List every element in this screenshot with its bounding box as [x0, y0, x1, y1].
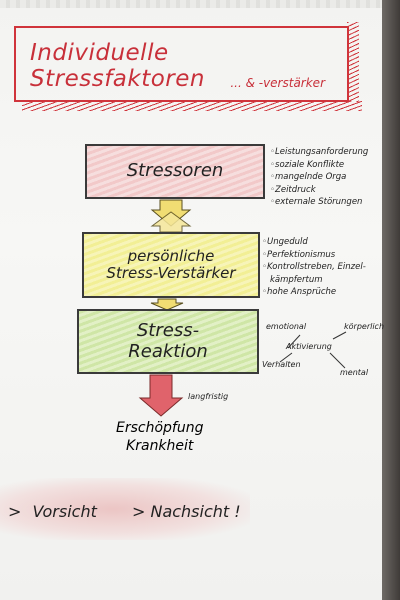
title-box: Individuelle Stressfaktoren ... & -verst… [14, 22, 362, 111]
list-item: mangelnde Orga [270, 171, 368, 184]
reaktion-line-2: Reaktion [128, 340, 208, 362]
stressoren-list: Leistungsanforderung soziale Konflikte m… [270, 146, 368, 209]
list-item: Ungeduld [262, 236, 366, 249]
paper-top-edge [0, 0, 382, 8]
list-item: externale Störungen [270, 196, 368, 209]
page-subtitle: ... & -verstärker [230, 76, 325, 90]
list-item: soziale Konflikte [270, 159, 368, 172]
motto: > Vorsicht > Nachsicht ! [8, 502, 241, 521]
list-item: hohe Ansprüche [262, 286, 366, 299]
title-hatching-bottom [22, 101, 362, 111]
motto-highlight [0, 478, 250, 540]
background-wall [382, 0, 400, 600]
verstaerker-list: Ungeduld Perfektionismus Kontrollstreben… [262, 236, 366, 299]
list-item: Kontrollstreben, Einzel- [262, 261, 366, 274]
label-langfristig: langfristig [188, 392, 229, 401]
reaktion-line-1: Stress- [136, 319, 200, 341]
motto-arrow-1: > [8, 502, 22, 521]
label-verhalten: Verhalten [262, 360, 301, 369]
motto-nachsicht: Nachsicht ! [150, 502, 241, 521]
stress-reaktion-label: Stress- Reaktion [128, 319, 208, 362]
list-item: Perfektionismus [262, 249, 366, 262]
result-line-2: Krankheit [126, 437, 194, 454]
label-emotional: emotional [266, 322, 307, 331]
result-line-1: Erschöpfung [116, 420, 204, 436]
motto-vorsicht: Vorsicht [32, 502, 97, 521]
stressoren-label: Stressoren [126, 160, 224, 182]
motto-arrow-2: > [131, 502, 146, 521]
label-mental: mental [340, 368, 369, 377]
result-text: Erschöpfung Krankheit [116, 420, 203, 455]
stress-reaktion-box: Stress- Reaktion [77, 309, 259, 374]
label-koerperlich: körperlich [344, 322, 385, 331]
list-item-continuation: kämpfertum [270, 274, 323, 285]
stress-verstaerker-box: persönliche Stress-Verstärker [82, 232, 260, 298]
verstaerker-line-1: persönliche [127, 246, 215, 265]
page-title: Individuelle Stressfaktoren [30, 40, 205, 92]
label-aktivierung: Aktivierung [286, 342, 332, 351]
stress-verstaerker-label: persönliche Stress-Verstärker [106, 246, 236, 283]
title-hatching-right [347, 22, 359, 102]
stressoren-box: Stressoren [85, 144, 265, 199]
list-item: Zeitdruck [270, 184, 368, 197]
list-item: Leistungsanforderung [270, 146, 368, 159]
verstaerker-line-2: Stress-Verstärker [106, 264, 236, 282]
